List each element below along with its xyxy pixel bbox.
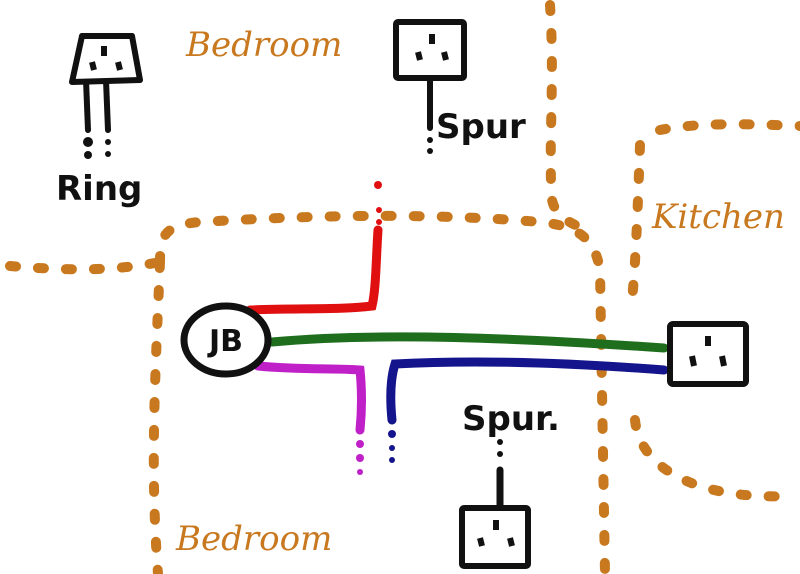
purple-wire	[253, 361, 366, 435]
socket-kitchen	[667, 321, 749, 387]
dot	[105, 151, 111, 157]
dot	[357, 469, 363, 475]
dot	[83, 137, 93, 147]
room-label-bedroom-bottom: Bedroom	[175, 519, 332, 559]
socket-spur-bottom	[459, 505, 531, 569]
wires	[83, 77, 669, 514]
wall-kitchen-lower	[630, 415, 795, 502]
wall-vertical-top	[545, 0, 595, 235]
socket-ring	[69, 33, 143, 85]
dot	[497, 451, 503, 457]
blue-wire	[386, 357, 669, 425]
room-label-kitchen: Kitchen	[651, 197, 785, 237]
dot	[497, 439, 503, 445]
continuation-dots	[83, 137, 503, 475]
dot	[356, 454, 364, 462]
socket-pin	[441, 51, 449, 61]
socket-pin	[719, 355, 727, 367]
junction-box: JB	[180, 302, 272, 378]
room-label-bedroom-top: Bedroom	[185, 25, 342, 65]
socket-pin	[415, 51, 423, 61]
wire-label-ring: Ring	[56, 169, 142, 209]
dot	[356, 440, 364, 448]
wire-label-spur-bottom: Spur.	[462, 399, 560, 439]
walls	[5, 0, 800, 574]
dot	[376, 219, 382, 225]
red-wire	[245, 225, 383, 315]
socket-outline	[667, 321, 749, 387]
dot	[389, 457, 395, 463]
junction-box-circle	[180, 302, 272, 378]
junction-box-label: JB	[207, 324, 243, 359]
dot	[376, 207, 382, 213]
socket-outline	[393, 19, 467, 81]
dot	[389, 445, 395, 451]
wall-inner-room-outline	[155, 210, 610, 574]
dot	[105, 139, 111, 145]
socket-pin	[689, 355, 697, 367]
socket-spur-top	[393, 19, 467, 81]
wire-label-spur-top: Spur	[436, 107, 526, 147]
wall-kitchen	[627, 119, 800, 305]
socket-outline	[69, 33, 143, 85]
ring-wire-right	[103, 77, 111, 133]
socket-pin	[115, 61, 123, 71]
green-wire	[267, 332, 669, 353]
dot	[427, 148, 433, 154]
wall-left-horizontal	[5, 257, 165, 275]
socket-outline	[459, 505, 531, 569]
dot	[374, 181, 382, 189]
dot	[388, 430, 396, 438]
ring-wire-left	[83, 77, 91, 133]
dot	[427, 137, 433, 143]
wall-inner-room-left	[148, 257, 165, 574]
socket-pin	[89, 61, 97, 71]
socket-pin	[477, 537, 485, 547]
socket-pin	[507, 537, 515, 547]
dot	[84, 151, 92, 159]
